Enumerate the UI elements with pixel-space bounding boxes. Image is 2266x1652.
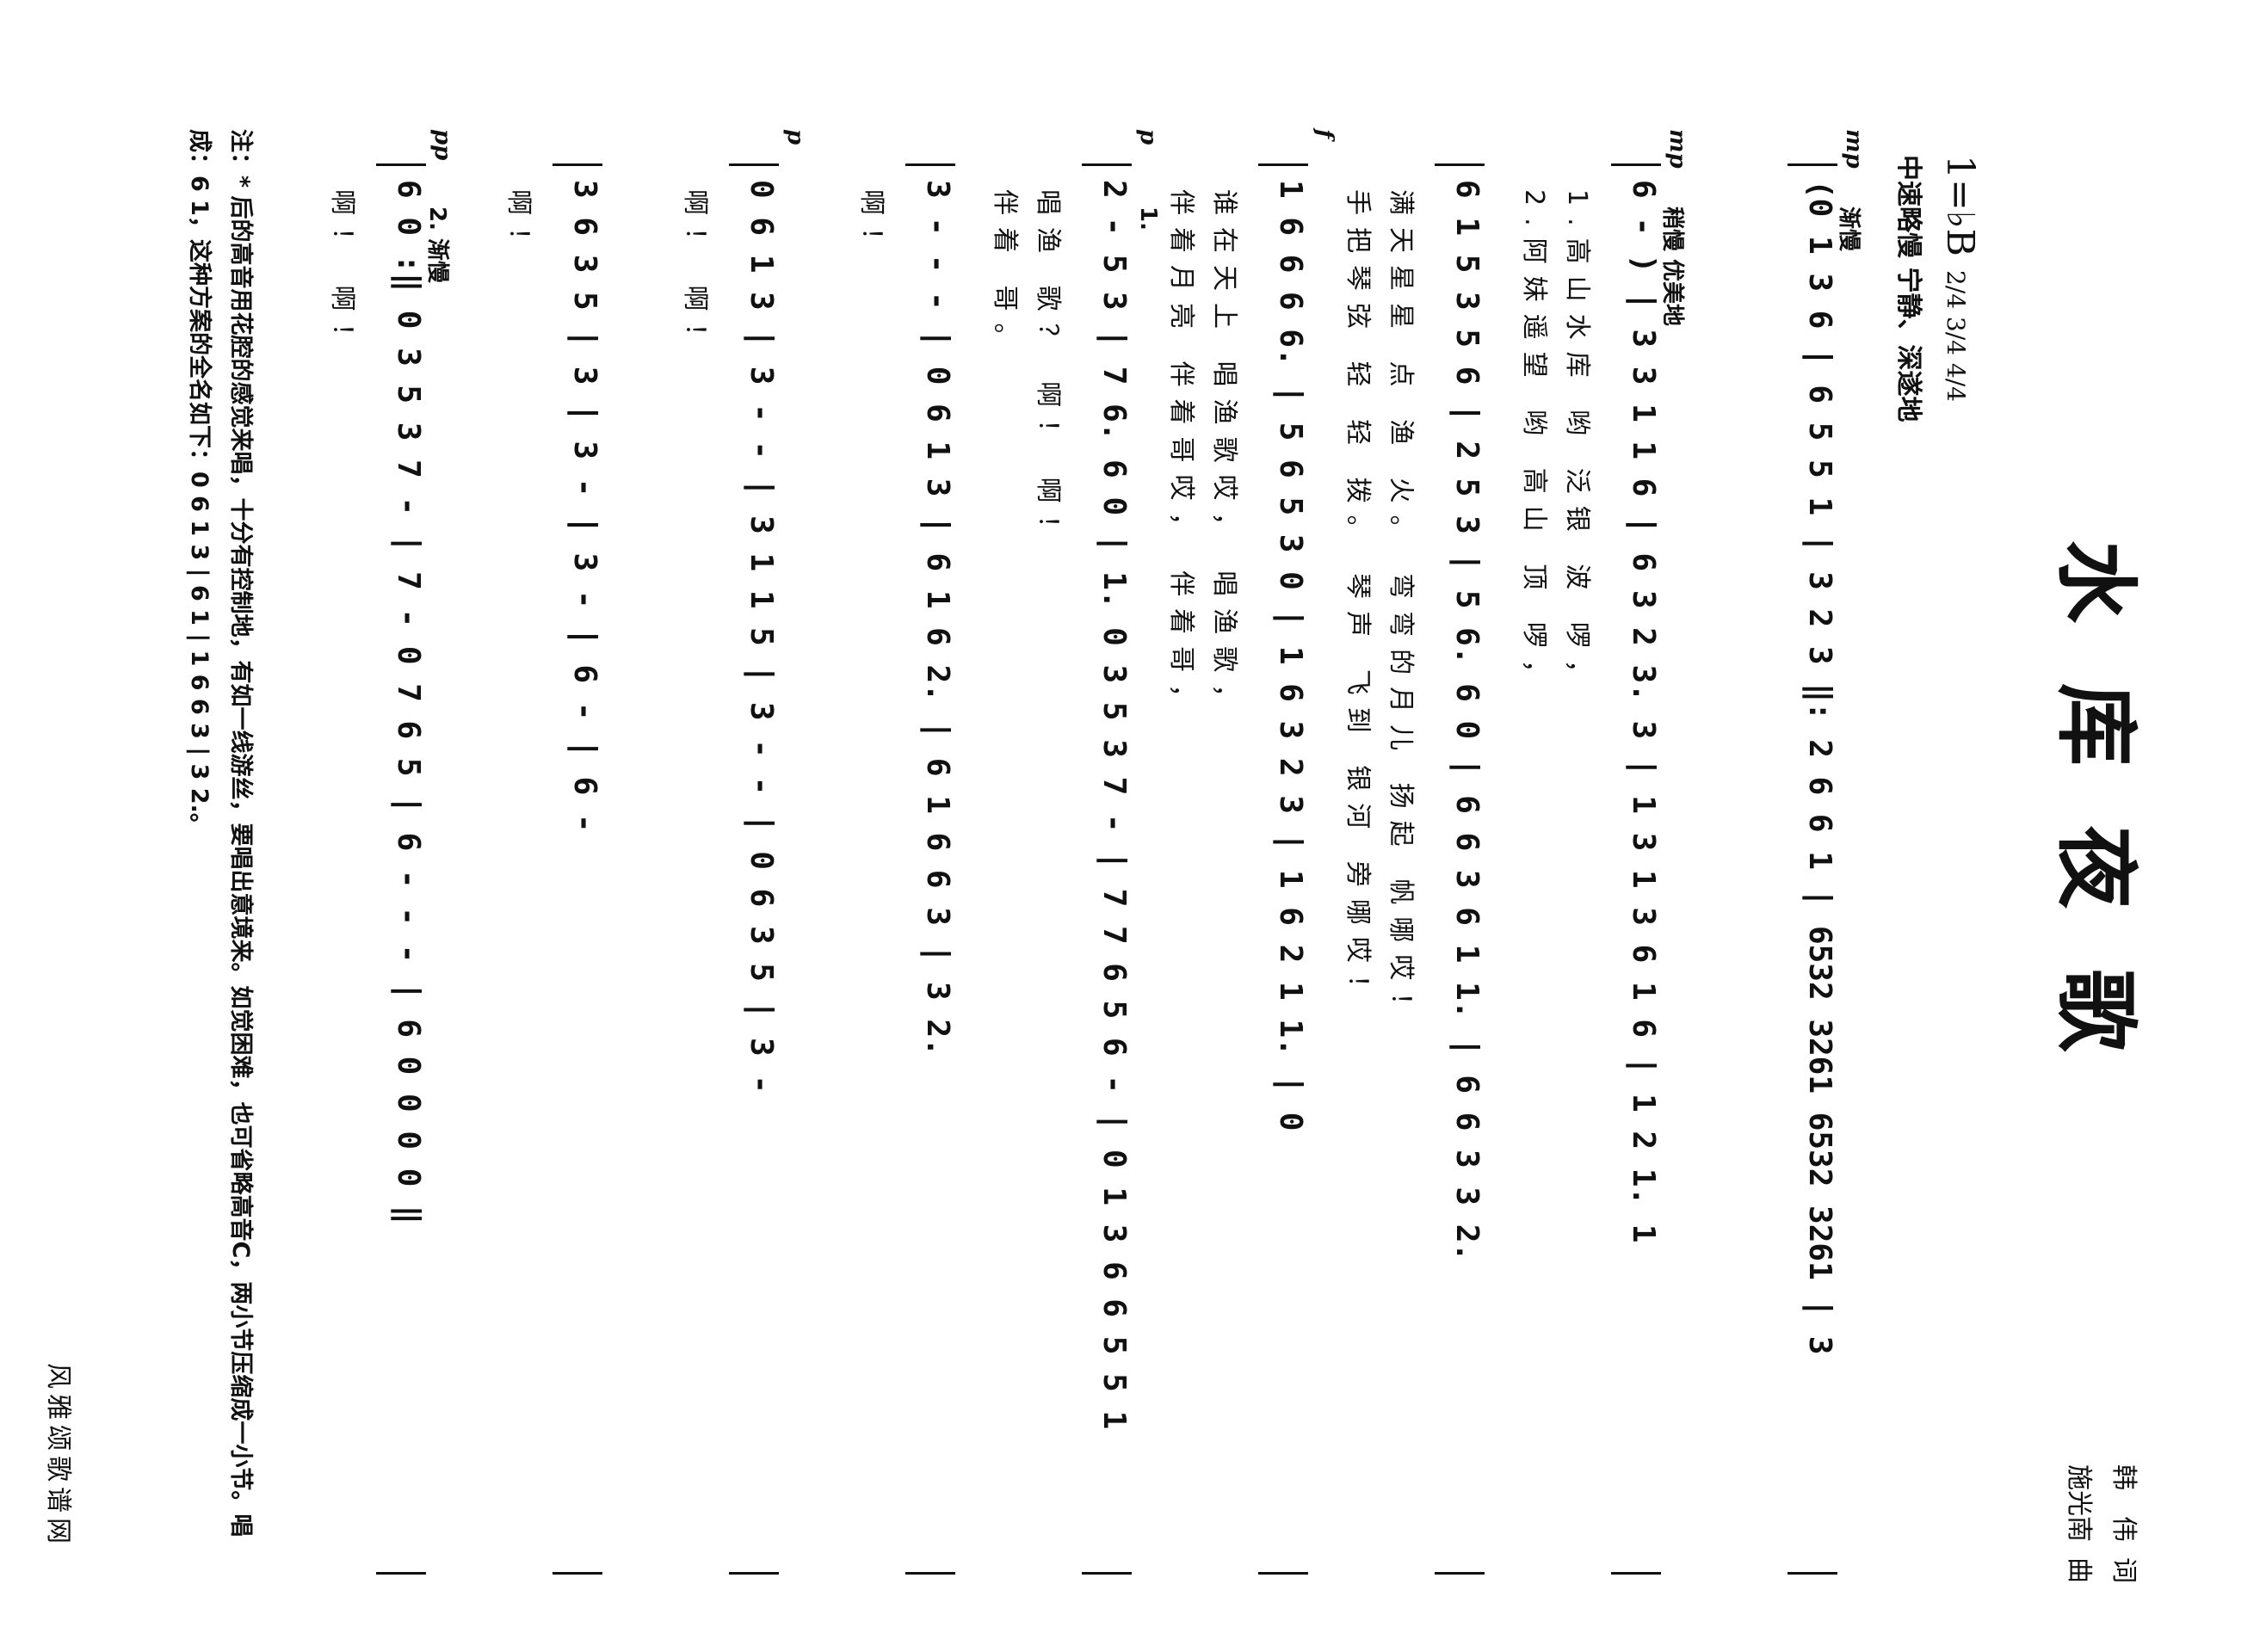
credit-role: 词 <box>2109 1557 2139 1583</box>
notation-line: 1 6 6 6 6. | 5 6 5 3 0 | 1 6 3 2 3 | 1 6… <box>1258 163 1308 1575</box>
section-marking: 2. 渐慢 <box>424 206 450 284</box>
credits: 韩 伟词 施光南曲 <box>2056 1464 2146 1583</box>
notation-line: 6 0 :‖ 0 3 5 3 7 - | 7 - 0 7 6 5 | 6 - -… <box>376 163 426 1575</box>
music-system: f 1 6 6 6 6. | 5 6 5 3 0 | 1 6 3 2 3 | 1 … <box>1166 129 1337 1575</box>
dynamic-marking: p <box>1135 129 1161 145</box>
section-marking: 稍慢 优美地 <box>1659 206 1685 327</box>
credit-role: 曲 <box>2064 1557 2094 1583</box>
section-marking: 1. <box>1135 206 1161 231</box>
lyricist-credit: 韩 伟词 <box>2101 1464 2146 1583</box>
dynamic-marking: mp <box>1841 129 1867 169</box>
dynamic-marking: pp <box>429 129 455 161</box>
dynamic-marking: f <box>1312 129 1337 139</box>
key-label: 1=♭B <box>1938 155 1982 256</box>
notation-line: 6 1 5 3 5 6 | 2 5 3 | 5 6. 6 0 | 6 6 3 6… <box>1435 163 1485 1575</box>
lyric-verse-1: 啊！ 啊！ <box>680 189 710 361</box>
lyric-verse-2: 伴着月亮 伴着哥哎， 伴着哥， <box>1166 189 1196 723</box>
lyric-verse-2: 手把琴弦 轻 轻 拨。 琴声 飞到 银河 旁哪哎！ <box>1343 189 1373 1013</box>
dynamic-marking: p <box>782 129 808 145</box>
dynamic-marking: mp <box>1664 129 1690 169</box>
credit-name: 施光南 <box>2064 1464 2094 1542</box>
composer-credit: 施光南曲 <box>2056 1464 2101 1583</box>
music-system: p 0 6 1 3 | 3 - - | 3 1 1 5 | 3 - - | 0 6… <box>680 129 808 1575</box>
notation-line: 3 - - - | 0 6 1 3 | 6 1 6 2. | 6 1 6 6 3… <box>905 163 955 1575</box>
lyric-verse-1: 谁在天上 唱渔歌哎， 唱渔歌， <box>1209 189 1239 723</box>
notation-line: 6 - ) | 3 3 1 1 6 | 6 3 2 3. 3 | 1 3 1 3… <box>1611 163 1661 1575</box>
tempo-marking: 中速略慢 宁静、深遂地 <box>1893 155 1923 422</box>
music-system: p 1.2 - 5 3 | 7 6. 6 0 | 1. 0 3 5 3 7 - |… <box>990 129 1161 1575</box>
time-signature: 2/4 3/4 4/4 <box>1942 269 1970 402</box>
notation-line: 2 - 5 3 | 7 6. 6 0 | 1. 0 3 5 3 7 - | 7 … <box>1082 163 1132 1575</box>
music-system: 6 1 5 3 5 6 | 2 5 3 | 5 6. 6 0 | 6 6 3 6… <box>1343 129 1509 1575</box>
music-system: 3 - - - | 0 6 1 3 | 6 1 6 2. | 6 1 6 6 3… <box>856 129 979 1575</box>
lyric-verse-1: 啊！ <box>503 189 534 265</box>
lyric-verse-1: 满天星星 点 渔 火。 弯弯的月儿 扬起 帆哪哎！ <box>1386 189 1416 1031</box>
performance-note: 注：* 后的高音用花腔的感觉来唱，十分有控制地，有如一线游丝，要唱出意境来。如觉… <box>186 129 254 1538</box>
music-system: mp 渐慢(0 1 3 6 | 6 5 5 1 | 3 2 3 ‖: 2 6 6 … <box>1758 129 1867 1575</box>
notation-line: 3 6 3 5 | 3 | 3 - | 3 - | 6 - | 6 - <box>553 163 602 1575</box>
lyric-verse-2: 2.阿妹遥望 哟 高山 顶 啰， <box>1519 189 1549 698</box>
notation-line: 0 6 1 3 | 3 - - | 3 1 1 5 | 3 - - | 0 6 … <box>729 163 779 1575</box>
song-title: 水库夜歌 <box>2047 540 2145 1112</box>
section-marking: 渐慢 <box>1836 206 1862 252</box>
lyric-verse-1: 啊！ <box>856 189 886 265</box>
notation-line: (0 1 3 6 | 6 5 5 1 | 3 2 3 ‖: 2 6 6 1 | … <box>1787 163 1837 1575</box>
credit-name: 韩 伟 <box>2109 1464 2139 1542</box>
lyric-verse-1: 啊！ 啊！ <box>327 189 357 361</box>
lyric-verse-2: 伴着 哥。 <box>990 189 1020 361</box>
music-system: 3 6 3 5 | 3 | 3 - | 3 - | 6 - | 6 - 啊！ <box>503 129 627 1575</box>
lyric-verse-1: 唱渔 歌？ 啊！ 啊！ <box>1033 189 1063 553</box>
key-signature: 1=♭B 2/4 3/4 4/4 <box>1938 155 1982 402</box>
watermark-footer: 风雅颂歌谱网 <box>43 1363 73 1549</box>
lyric-verse-1: 1.高山水库 哟 泛银 波 啰， <box>1562 189 1592 698</box>
